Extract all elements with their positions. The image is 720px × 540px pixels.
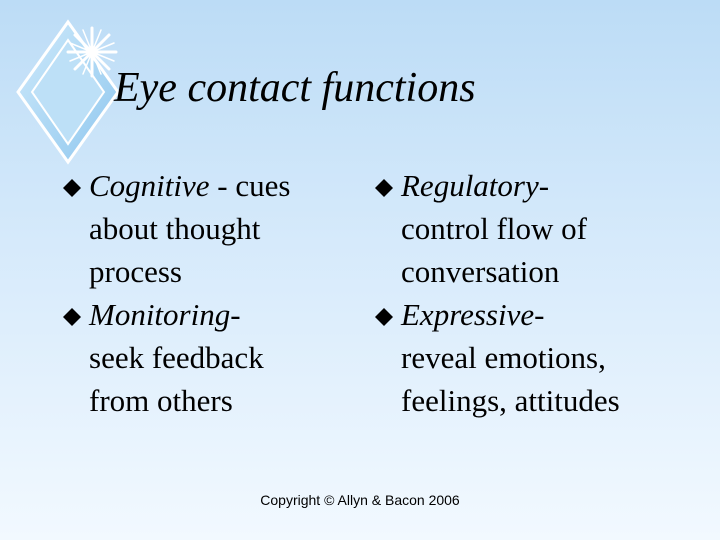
- bullet-term: Expressive: [401, 297, 535, 332]
- bullet-term: Regulatory: [401, 168, 539, 203]
- list-item: Cognitive - cues about thought process: [60, 164, 360, 293]
- bullet-separator: -: [534, 297, 545, 332]
- list-item: Expressive- reveal emotions, feelings, att…: [372, 293, 712, 422]
- left-bullet-list: Cognitive - cues about thought process Mon…: [60, 164, 360, 422]
- diamond-bullet-icon: [63, 179, 81, 197]
- bullet-text: process: [89, 254, 182, 289]
- bullet-text: feelings, attitudes: [401, 383, 620, 418]
- diamond-bullet-icon: [63, 308, 81, 326]
- list-item: Monitoring- seek feedback from others: [60, 293, 360, 422]
- bullet-text: seek feedback: [89, 340, 264, 375]
- bullet-text: reveal emotions,: [401, 340, 606, 375]
- bullet-text: control flow of: [401, 211, 587, 246]
- bullet-separator: -: [230, 297, 241, 332]
- bullet-text: from others: [89, 383, 233, 418]
- list-item: Regulatory- control flow of conversation: [372, 164, 712, 293]
- bullet-separator: -: [538, 168, 550, 203]
- bullet-term: Monitoring: [89, 297, 231, 332]
- bullet-text: about thought: [89, 211, 261, 246]
- diamond-logo-icon: [16, 19, 120, 165]
- bullet-separator: -: [209, 168, 236, 203]
- copyright-notice: Copyright © Allyn & Bacon 2006: [260, 492, 460, 508]
- bullet-text: cues: [235, 168, 291, 203]
- bullet-text: conversation: [401, 254, 560, 289]
- slide-title: Eye contact functions: [114, 65, 476, 111]
- diamond-bullet-icon: [375, 308, 393, 326]
- bullet-term: Cognitive: [89, 168, 210, 203]
- diamond-bullet-icon: [375, 179, 393, 197]
